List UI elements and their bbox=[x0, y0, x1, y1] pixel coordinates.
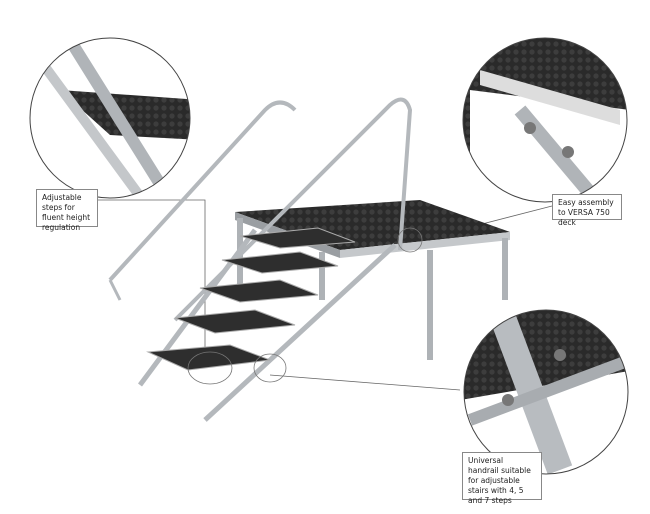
detail-circle-assembly bbox=[463, 38, 627, 202]
staircase bbox=[108, 97, 413, 422]
detail-circle-steps bbox=[30, 38, 190, 198]
callout-adjustable-steps: Adjustable steps for fluent height regul… bbox=[36, 189, 98, 232]
callout-easy-assembly: Easy assembly to VERSA 750 deck bbox=[552, 194, 622, 227]
callout-universal-handrail: Universal handrail suitable for adjustab… bbox=[462, 452, 542, 505]
stair-treads bbox=[146, 227, 356, 371]
